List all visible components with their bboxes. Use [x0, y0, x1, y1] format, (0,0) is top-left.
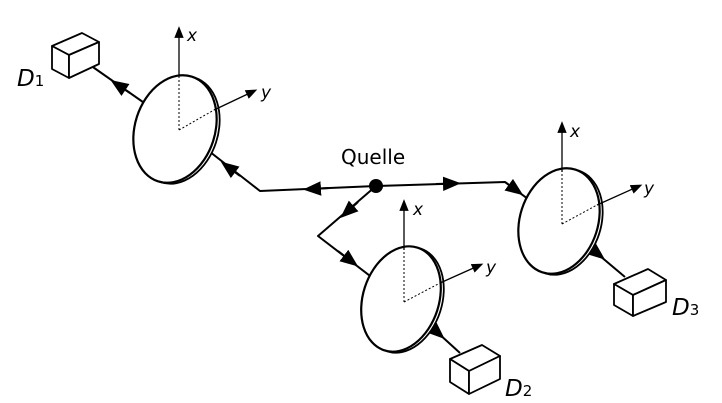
arrow-apparatus-1-out: [110, 80, 131, 96]
apparatus-1-disc-front: [132, 74, 218, 184]
detector-2-label: D2: [505, 376, 532, 402]
apparatus-3-y-axis-dashed: [561, 204, 598, 225]
detector-1-box: [51, 32, 100, 79]
source-dot: [369, 179, 383, 193]
apparatus-3-disc-front: [517, 167, 601, 275]
arrow-right-beam: [435, 176, 461, 191]
apparatus-1-y-axis: [213, 89, 258, 111]
source-label: Quelle: [341, 145, 405, 169]
detector-1-label: D1: [17, 66, 44, 92]
apparatus-2-y-label: y: [485, 258, 497, 278]
apparatus-2: x y: [360, 199, 497, 354]
arrow-lower-beam-1: [340, 200, 359, 219]
apparatus-3-x-label: x: [569, 122, 581, 142]
apparatus-2-y-axis-dashed: [403, 282, 441, 303]
apparatus-3-y-label: y: [643, 179, 655, 199]
detector-3-box: [613, 268, 667, 317]
apparatus-1: x y: [132, 26, 272, 185]
detector-3-label: D3: [672, 295, 699, 321]
arrow-lower-beam-2: [337, 249, 359, 267]
arrow-apparatus-3-in: [504, 178, 524, 196]
apparatus-2-x-label: x: [412, 200, 424, 220]
arrow-apparatus-1-in: [220, 161, 241, 179]
apparatus-3-y-axis: [596, 184, 643, 206]
apparatus-1-y-axis-dashed: [178, 109, 215, 131]
apparatus-1-x-label: x: [186, 26, 198, 46]
arrow-left-beam: [303, 181, 331, 196]
detector-2-box: [449, 344, 501, 395]
apparatus-3: x y: [517, 121, 655, 276]
apparatus-2-disc-front: [360, 245, 442, 353]
apparatus-2-y-axis: [439, 263, 484, 284]
apparatus-1-y-label: y: [260, 83, 272, 103]
